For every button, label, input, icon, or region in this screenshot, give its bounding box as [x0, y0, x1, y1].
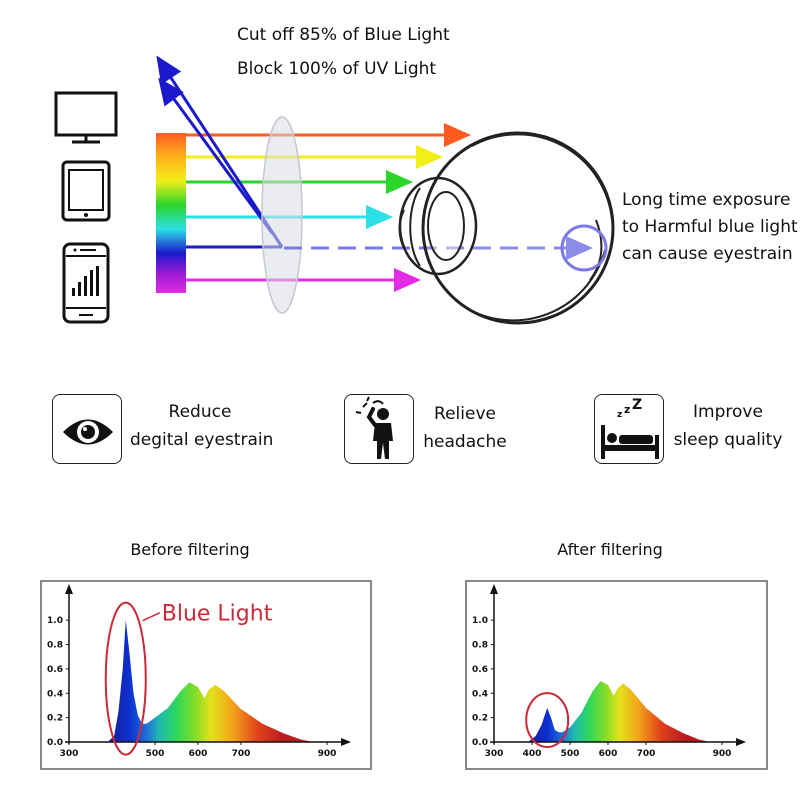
- chart-after-x-tick-label: 400: [523, 749, 542, 759]
- benefit-headache-box: [344, 394, 414, 464]
- blue-light-annotation: Blue Light: [162, 602, 273, 627]
- chart-before-y-tick-label: 0.8: [47, 641, 63, 651]
- chart-before-spectrum-area: [69, 620, 315, 742]
- benefit-headache-line-1: Relieve: [434, 404, 496, 424]
- eyeball-illustration: [398, 131, 615, 325]
- svg-text:z: z: [624, 403, 630, 416]
- benefit-eye-line-2: degital eyestrain: [130, 430, 274, 450]
- light-spectrum-bar: [156, 133, 186, 293]
- reflected-blue-ray-2: [158, 77, 274, 234]
- sleeping-bed-icon: z z Z: [601, 397, 659, 459]
- svg-text:Z: Z: [632, 397, 642, 413]
- chart-after-x-tick-label: 600: [599, 749, 618, 759]
- chart-after-y-tick-label: 0.6: [472, 665, 488, 675]
- eye-note-line-1: Long time exposure: [622, 190, 791, 210]
- blue-light-ring: [104, 601, 147, 756]
- chart-after-x-tick-label: 500: [561, 749, 580, 759]
- chart-before-frame: 0.0 0.2 0.4 0.6 0.8 1.0 300 500 600 700 900 Blue Li…: [40, 580, 372, 770]
- benefit-sleep-text: Improve sleep quality: [668, 398, 788, 454]
- header-line-2: Block 100% of UV Light: [237, 59, 437, 79]
- benefit-sleep-box: z z Z: [594, 394, 664, 464]
- benefit-headache-text: Relieve headache: [420, 400, 510, 456]
- benefit-eye-text: Reduce degital eyestrain: [130, 398, 274, 454]
- chart-after-y-tick-label: 0.2: [472, 714, 488, 724]
- svg-text:z: z: [617, 410, 622, 420]
- chart-before-y-tick-label: 0.2: [47, 714, 63, 724]
- eye-note-line-3: can cause eyestrain: [622, 244, 793, 264]
- chart-after-x-tick-label: 900: [713, 749, 732, 759]
- chart-before-y-tick-label: 0.0: [47, 738, 63, 748]
- chart-after-title: After filtering: [557, 540, 663, 559]
- chart-before-y-tick-label: 1.0: [47, 616, 63, 626]
- chart-after-y-tick-label: 1.0: [472, 616, 488, 626]
- benefit-eye-line-1: Reduce: [168, 402, 232, 422]
- chart-after-y-tick-label: 0.8: [472, 641, 488, 651]
- benefit-headache-line-2: headache: [423, 432, 507, 452]
- chart-after-y-axis-arrow: [490, 584, 498, 594]
- chart-after-frame: 0.0 0.2 0.4 0.6 0.8 1.0 300 400 500 600 700 900: [465, 580, 768, 770]
- blue-light-leader-line: [142, 611, 161, 622]
- chart-after-x-axis-arrow: [736, 738, 746, 746]
- chart-after-y-tick-label: 0.0: [472, 738, 488, 748]
- filtered-blue-ring: [525, 692, 570, 749]
- chart-before-y-axis-arrow: [65, 584, 73, 594]
- benefit-sleep-line-1: Improve: [693, 402, 763, 422]
- eye-icon: [63, 419, 113, 445]
- chart-before-y-tick-label: 0.4: [47, 689, 63, 699]
- chart-before-title: Before filtering: [130, 540, 250, 559]
- eye-note-line-2: to Harmful blue light: [622, 217, 798, 237]
- chart-before-x-tick-label: 300: [60, 749, 79, 759]
- benefit-sleep-line-2: sleep quality: [673, 430, 783, 450]
- tablet-icon: [61, 160, 111, 222]
- chart-before-y-tick-label: 0.6: [47, 665, 63, 675]
- chart-before-x-tick-label: 700: [232, 749, 251, 759]
- smartphone-icon: [62, 242, 110, 324]
- chart-after-x-tick-label: 700: [637, 749, 656, 759]
- chart-before-x-tick-label: 900: [318, 749, 337, 759]
- blue-light-diagram: [54, 55, 615, 325]
- header-line-1: Cut off 85% of Blue Light: [237, 25, 450, 45]
- retina-highlight-circle: [560, 224, 608, 272]
- benefit-eye-box: [52, 394, 122, 464]
- chart-before-x-axis-arrow: [341, 738, 351, 746]
- chart-after-plot: 0.0 0.2 0.4 0.6 0.8 1.0 300 400 500 600 700 900: [472, 584, 746, 759]
- chart-after-spectrum-area: [494, 681, 711, 742]
- chart-before-x-tick-label: 500: [146, 749, 165, 759]
- chart-before-plot: 0.0 0.2 0.4 0.6 0.8 1.0 300 500 600 700 900 Blue Li…: [47, 584, 351, 759]
- monitor-icon: [54, 91, 118, 144]
- filter-lens: [261, 116, 303, 314]
- chart-after-y-tick-label: 0.4: [472, 689, 488, 699]
- chart-before-x-tick-label: 600: [189, 749, 208, 759]
- headache-person-icon: [355, 396, 393, 459]
- chart-after-x-tick-label: 300: [485, 749, 504, 759]
